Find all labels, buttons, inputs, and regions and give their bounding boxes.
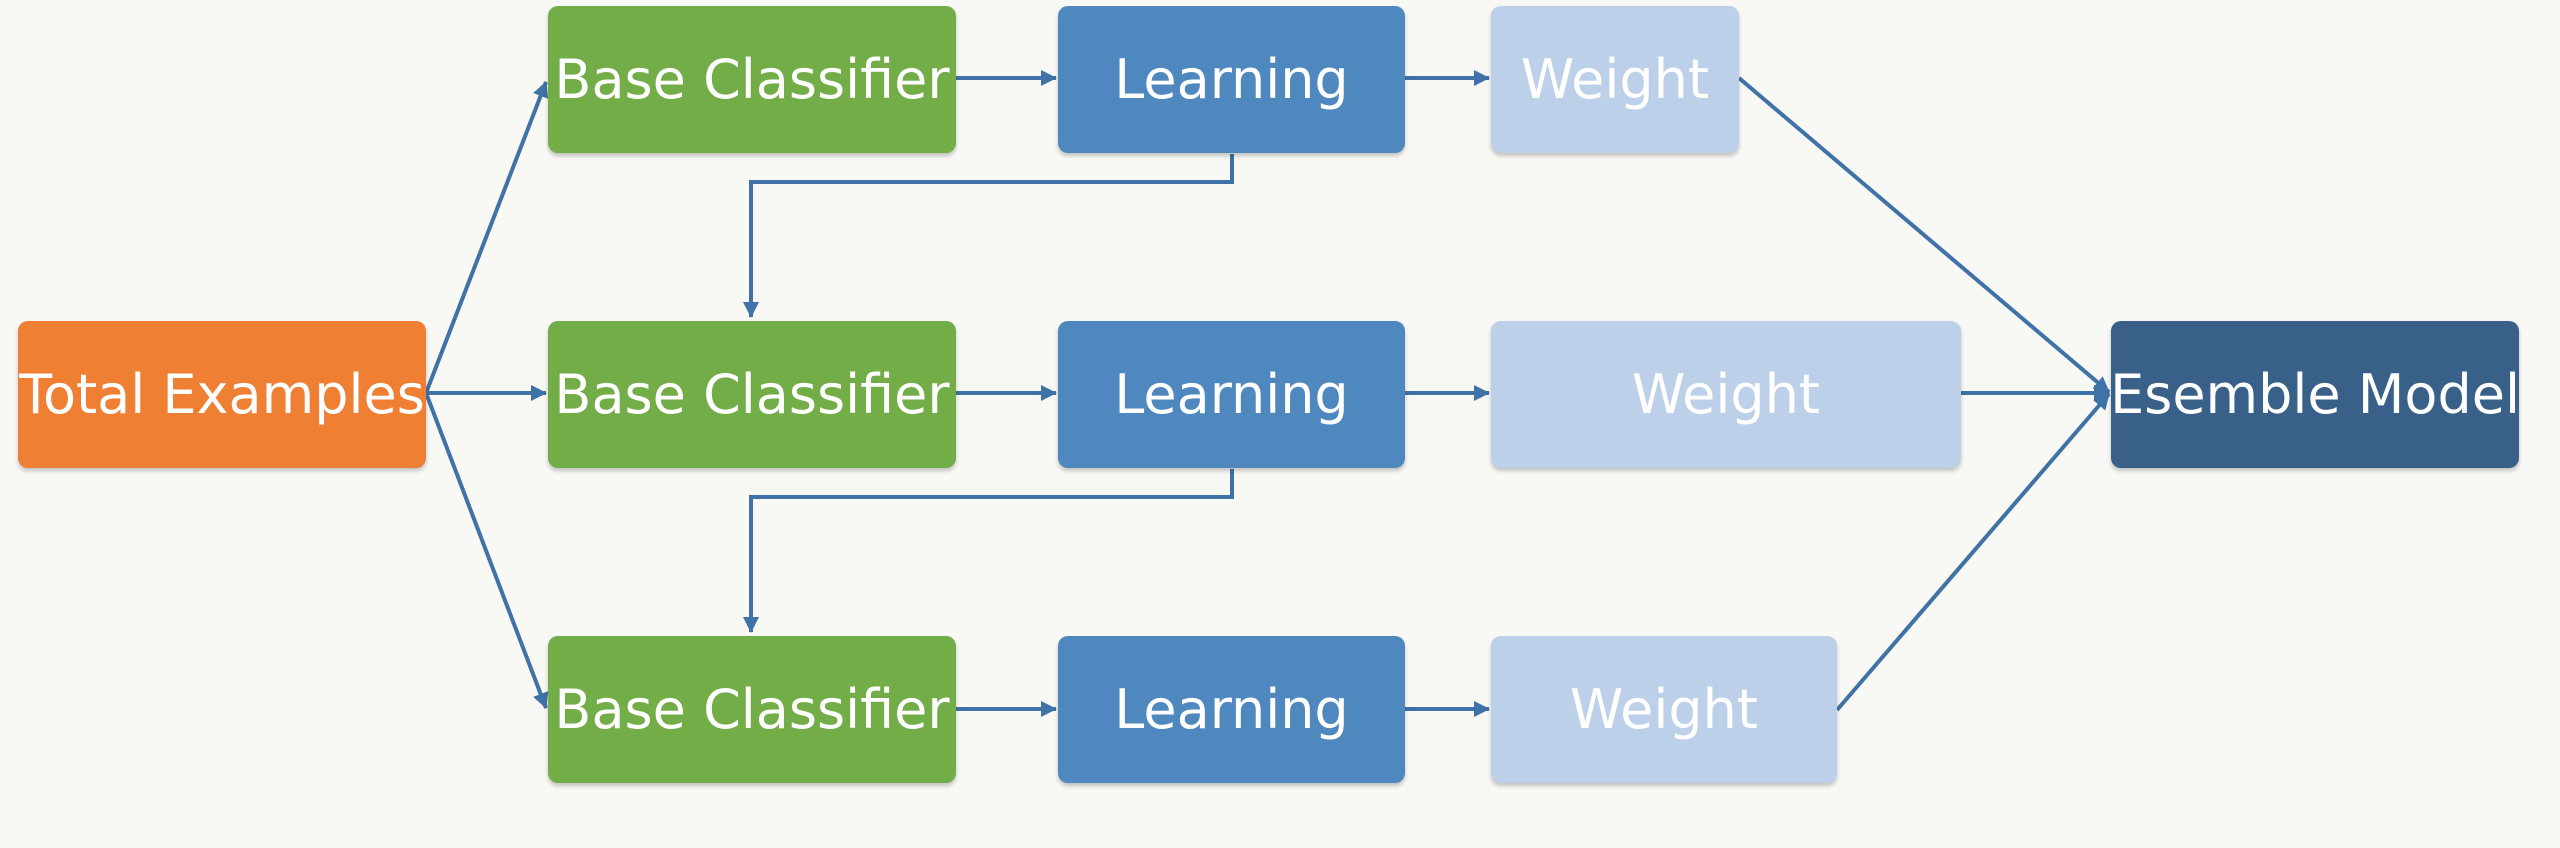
weight-node-3: Weight	[1491, 636, 1837, 783]
learning-node-3: Learning	[1058, 636, 1405, 783]
edge-source-to-classifier-3	[424, 392, 549, 709]
weight-node-2: Weight	[1491, 321, 1961, 468]
edge-source-to-classifier-1	[424, 81, 549, 394]
base-classifier-node-2: Base Classifier	[548, 321, 956, 468]
learning-node-2: Learning	[1058, 321, 1405, 468]
edge-learning-2-to-classifier-3	[743, 469, 1234, 633]
base-classifier-node-1: Base Classifier	[548, 6, 956, 153]
total-examples-node: Total Examples	[18, 321, 426, 468]
weight-node-1: Weight	[1491, 6, 1739, 153]
ensemble-model-node: Esemble Model	[2110, 321, 2520, 468]
base-classifier-node-3: Base Classifier	[548, 636, 956, 783]
edge-weight-1-to-output	[1737, 76, 2111, 394]
learning-node-1: Learning	[1058, 6, 1405, 153]
edge-weight-3-to-output	[1835, 392, 2111, 712]
edge-learning-1-to-classifier-2	[743, 154, 1234, 318]
